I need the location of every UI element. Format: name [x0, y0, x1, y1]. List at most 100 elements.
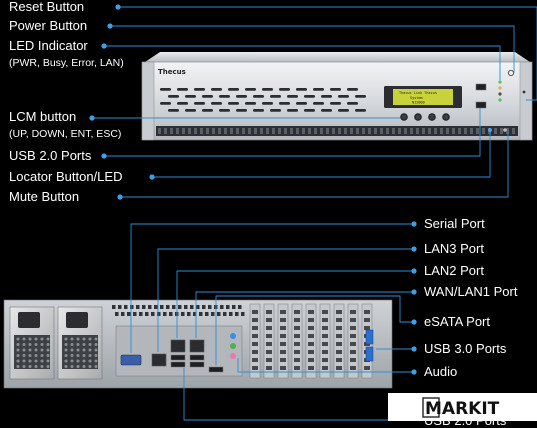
rear-vent-hole	[187, 312, 191, 316]
lan2-port-icon[interactable]	[170, 339, 186, 353]
usb3-port-2[interactable]	[365, 346, 374, 362]
esata-port-icon[interactable]	[208, 366, 224, 373]
front-usb-port-1[interactable]	[475, 83, 487, 91]
rear-vent-hole	[199, 312, 203, 316]
label-lan3-port: LAN3 Port	[424, 241, 484, 256]
label-power-button: Power Button	[9, 18, 87, 33]
psu-mesh-hole	[76, 359, 80, 363]
lcm-escape-button[interactable]	[442, 113, 450, 121]
psu-mesh-hole	[70, 337, 74, 341]
grille-hole	[260, 128, 263, 134]
psu-mesh-hole	[70, 354, 74, 357]
grille-hole	[158, 128, 161, 134]
lan3-port-icon[interactable]	[151, 353, 167, 367]
psu-mesh-hole	[82, 365, 86, 368]
grille-hole	[410, 128, 413, 134]
slot-vent-hole	[322, 366, 328, 370]
front-vent-slot	[236, 109, 247, 112]
slot-vent-hole	[280, 334, 286, 338]
psu-right	[57, 306, 103, 380]
rack-ear-right	[519, 61, 533, 141]
expansion-slot-cover	[277, 303, 289, 379]
slot-vent-hole	[280, 318, 286, 322]
psu-mesh-hole	[64, 354, 68, 357]
mute-button-icon[interactable]	[503, 128, 507, 132]
grille-hole	[284, 128, 287, 134]
slot-vent-hole	[266, 326, 272, 330]
psu-mesh-hole	[64, 359, 68, 363]
psu-mesh-hole	[70, 365, 74, 368]
wan-lan1-port-icon[interactable]	[189, 339, 205, 353]
power-button-icon[interactable]	[507, 69, 515, 77]
grille-hole	[392, 128, 395, 134]
rear-vent-hole	[178, 305, 182, 309]
rear-usb2-port-4[interactable]	[189, 361, 205, 368]
audio-jack-pink-icon[interactable]	[230, 353, 236, 359]
psu-mesh-hole	[64, 337, 68, 341]
front-usb-port-2[interactable]	[475, 101, 487, 109]
rear-vent-hole	[166, 305, 170, 309]
grille-hole	[266, 128, 269, 134]
front-vent-slot	[194, 88, 205, 91]
label-reset-button: Reset Button	[9, 0, 84, 14]
slot-vent-hole	[364, 326, 370, 330]
rear-vent-hole	[142, 305, 146, 309]
watermark-background	[388, 393, 537, 421]
grille-hole	[470, 128, 473, 134]
psu-mesh-hole	[76, 348, 80, 352]
expansion-slots	[249, 303, 373, 379]
callout-dots	[89, 4, 417, 375]
rear-usb2-port-3[interactable]	[189, 354, 205, 361]
label-wan-lan1-port: WAN/LAN1 Port	[424, 284, 518, 299]
lcm-enter-button[interactable]	[428, 113, 436, 121]
psu-mesh-hole	[34, 354, 38, 357]
grille-hole	[512, 128, 515, 134]
audio-jack-blue-icon[interactable]	[230, 333, 236, 339]
slot-vent-hole	[322, 342, 328, 346]
front-vent-slot	[194, 102, 205, 105]
psu-left-ac-inlet	[18, 312, 40, 328]
slot-vent-hole	[336, 326, 342, 330]
lcm-up-button[interactable]	[400, 113, 408, 121]
usb3-port-1[interactable]	[365, 329, 374, 345]
slot-vent-hole	[266, 366, 272, 370]
psu-mesh-hole	[40, 337, 44, 341]
slot-vent-hole	[336, 358, 342, 362]
lcm-down-button[interactable]	[414, 113, 422, 121]
callout-lan3	[157, 248, 413, 352]
rear-vent-hole	[121, 312, 125, 316]
rear-vent-hole	[220, 305, 224, 309]
psu-mesh-hole	[22, 354, 26, 357]
lcm-buttons[interactable]	[400, 113, 450, 121]
psu-mesh-hole	[34, 359, 38, 363]
psu-mesh-hole	[64, 348, 68, 352]
slot-vent-hole	[364, 366, 370, 370]
slot-vent-hole	[252, 334, 258, 338]
slot-vent-hole	[252, 310, 258, 314]
audio-jack-green-icon[interactable]	[230, 343, 236, 349]
label-audio: Audio	[424, 364, 457, 379]
psu-mesh-hole	[46, 348, 50, 352]
slot-vent-hole	[350, 334, 356, 338]
rear-usb2-port-1[interactable]	[170, 354, 186, 361]
reset-button-icon[interactable]	[522, 90, 526, 94]
rear-usb2-port-2[interactable]	[170, 361, 186, 368]
front-chassis: Thecus Thecus Link Thecus System N12000	[141, 52, 533, 141]
serial-port-icon[interactable]	[120, 354, 142, 366]
front-vent-slot	[296, 102, 307, 105]
front-vent-slot	[219, 95, 230, 98]
slot-vent-hole	[308, 358, 314, 362]
psu-right-fan-grille	[62, 335, 98, 369]
rear-vent-hole	[112, 305, 116, 309]
front-vent-slot	[330, 88, 341, 91]
psu-mesh-hole	[82, 359, 86, 363]
psu-mesh-hole	[46, 343, 50, 346]
locator-button-icon[interactable]	[488, 128, 492, 132]
slot-vent-hole	[294, 342, 300, 346]
led-busy-icon	[498, 86, 502, 90]
rear-vent-hole	[223, 312, 227, 316]
expansion-slot-cover	[263, 303, 275, 379]
slot-vent-hole	[280, 358, 286, 362]
slot-vent-hole	[252, 350, 258, 354]
